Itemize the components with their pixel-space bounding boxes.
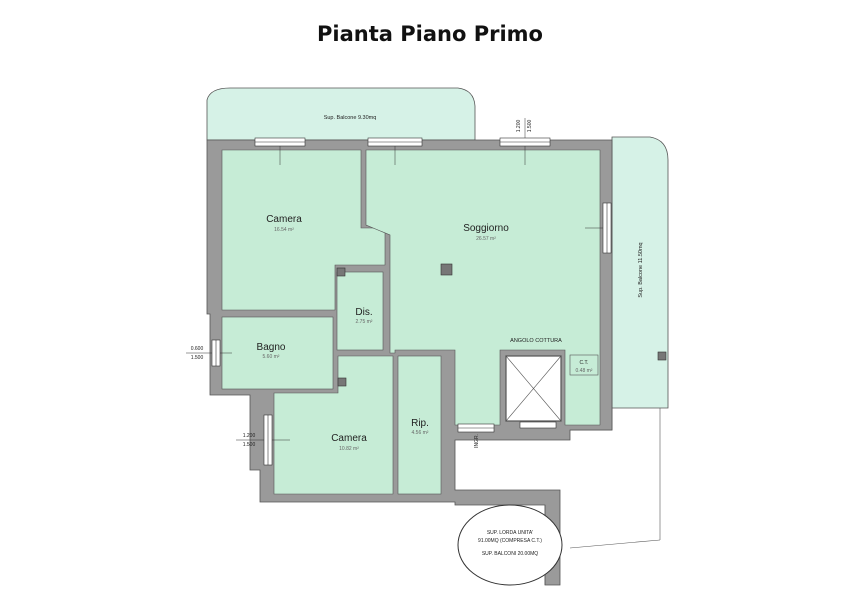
summary-line-1: SUP. LORDA UNITA' xyxy=(487,530,533,536)
entrance-door xyxy=(457,423,495,433)
room-camera-1 xyxy=(221,149,386,311)
summary-line-3: SUP. BALCONI 20.00MQ xyxy=(482,551,538,557)
window-camera-2-width: 1.200 xyxy=(243,433,256,439)
summary-line-2: 91.00MQ (COMPRESA C.T.) xyxy=(478,538,542,544)
angolo-cottura-label: ANGOLO COTTURA xyxy=(510,338,562,344)
pillar-balcony xyxy=(657,351,667,361)
room-camera-2 xyxy=(273,355,394,495)
room-soggiorno xyxy=(365,149,601,426)
room-dis xyxy=(336,271,384,351)
room-dis-name: Dis. xyxy=(355,307,372,318)
room-soggiorno-area: 26.57 m² xyxy=(476,236,496,242)
room-ct xyxy=(569,354,599,376)
balcony-top xyxy=(206,87,476,141)
room-soggiorno-name: Soggiorno xyxy=(463,223,509,234)
room-ct-name: C.T. xyxy=(580,360,589,366)
pillar-camera-2 xyxy=(337,377,347,387)
elevator-shaft xyxy=(505,355,562,422)
balcony-right-label: Sup. Balcone 11.50mq xyxy=(638,242,644,297)
window-soggiorno-1 xyxy=(367,137,423,165)
room-bagno xyxy=(221,316,334,390)
room-bagno-name: Bagno xyxy=(257,342,286,353)
window-top-width: 1.200 xyxy=(516,120,522,133)
elevator-door xyxy=(519,421,557,429)
window-camera-1 xyxy=(254,137,306,165)
page-title: Pianta Piano Primo xyxy=(317,22,543,46)
window-bagno-width: 0.600 xyxy=(191,346,204,352)
room-rip-area: 4.56 m² xyxy=(412,430,429,436)
summary-circle xyxy=(457,504,563,586)
room-camera-1-area: 16.54 m² xyxy=(274,227,294,233)
room-camera-1-name: Camera xyxy=(266,214,302,225)
entrance-label: INGR. xyxy=(474,434,480,448)
room-ct-area: 0.48 m² xyxy=(576,368,593,374)
room-rip-name: Rip. xyxy=(411,418,429,429)
room-camera-2-name: Camera xyxy=(331,433,367,444)
window-camera-2 xyxy=(263,414,290,466)
pillar-soggiorno xyxy=(440,263,453,276)
window-camera-2-height: 1.500 xyxy=(243,442,256,448)
window-soggiorno-right xyxy=(585,202,612,254)
window-top-height: 1.500 xyxy=(527,120,533,133)
room-dis-area: 2.75 m² xyxy=(356,319,373,325)
room-camera-2-area: 10.82 m² xyxy=(339,446,359,452)
balcony-top-label: Sup. Balcone 9.30mq xyxy=(324,115,377,121)
window-bagno-height: 1.500 xyxy=(191,355,204,361)
room-rip xyxy=(397,355,442,495)
room-bagno-area: 5.60 m² xyxy=(263,354,280,360)
pillar-dis xyxy=(336,267,346,277)
